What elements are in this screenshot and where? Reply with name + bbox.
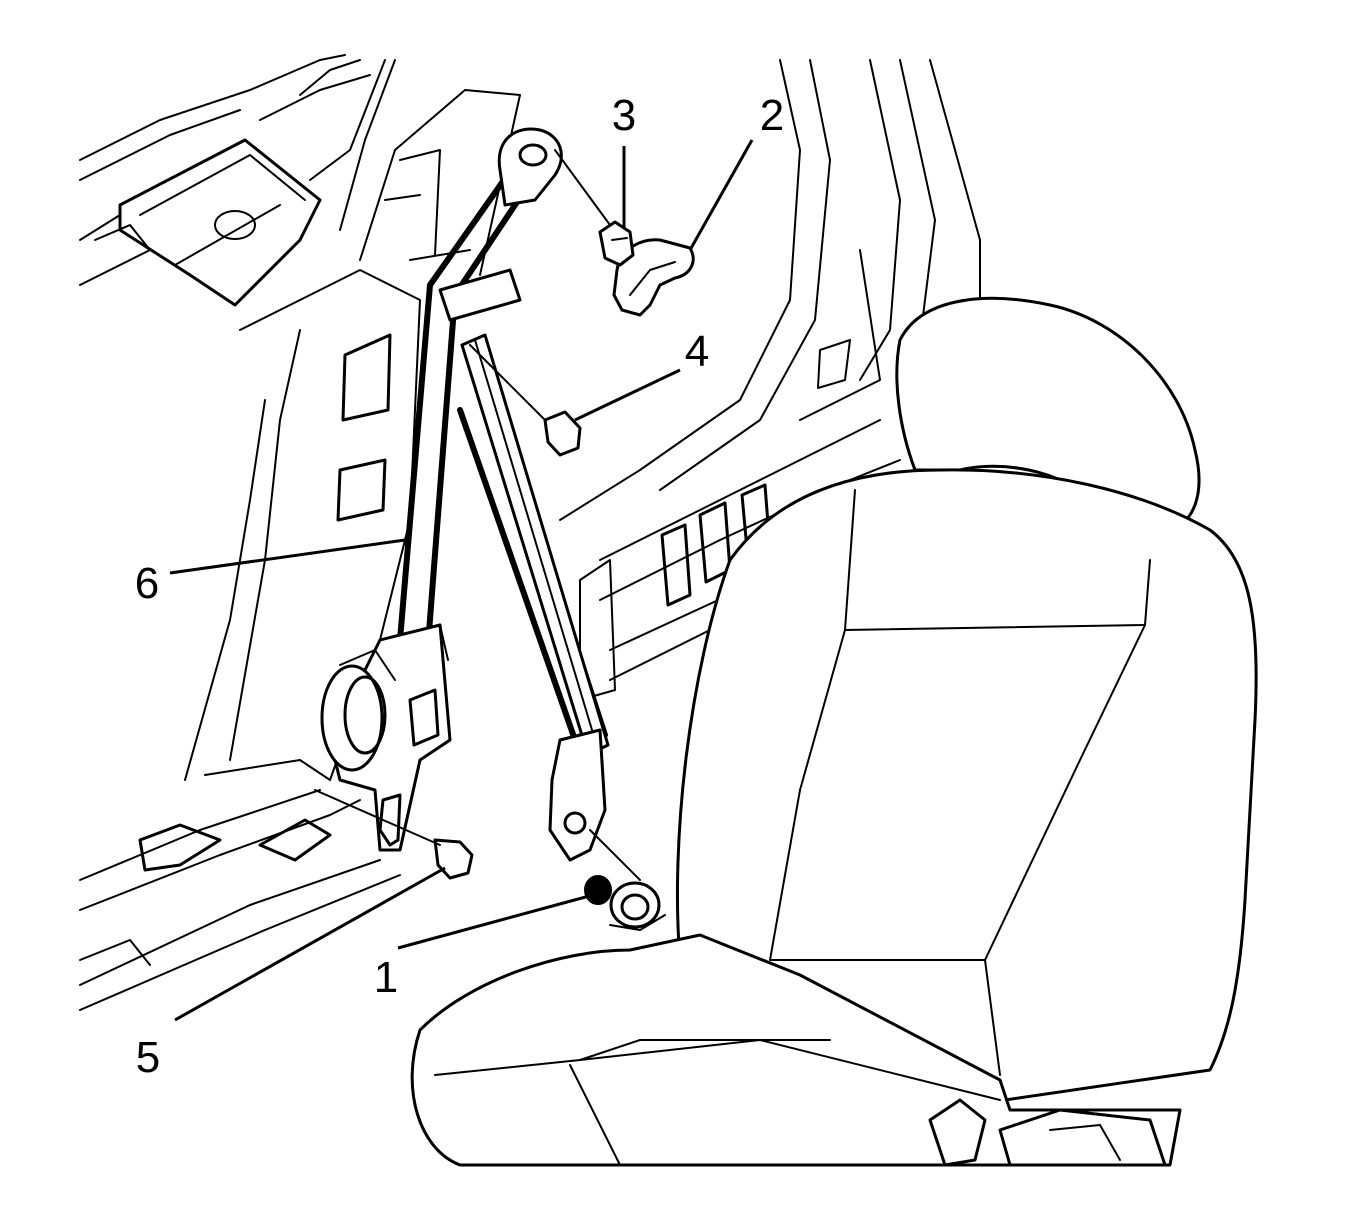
lower-anchor-plate [548,728,641,881]
rocker-sill [79,789,401,1011]
roof-rail-structure [79,54,396,286]
cover-2 [612,238,695,317]
anchor-bolt-1 [584,875,666,931]
nut-4 [469,344,582,457]
guide-bar [460,333,610,757]
callout-4: 4 [685,327,709,376]
clip-3 [598,220,635,267]
callout-1: 1 [374,953,398,1002]
leader-4 [574,368,681,422]
callout-5: 5 [136,1033,160,1082]
upper-guide-d-ring [497,127,611,226]
leader-2 [688,139,754,251]
callout-labels: 1 2 3 4 5 6 [135,91,784,1082]
callout-6: 6 [135,559,159,608]
leader-6 [169,538,406,575]
front-seat [410,296,1258,1167]
callout-2: 2 [760,91,784,140]
leader-5 [174,866,446,1022]
callout-leaders [169,139,754,1022]
retractor-assembly [320,623,452,852]
leader-1 [397,893,594,950]
roof-module-block [94,138,322,307]
callout-3: 3 [612,91,636,140]
